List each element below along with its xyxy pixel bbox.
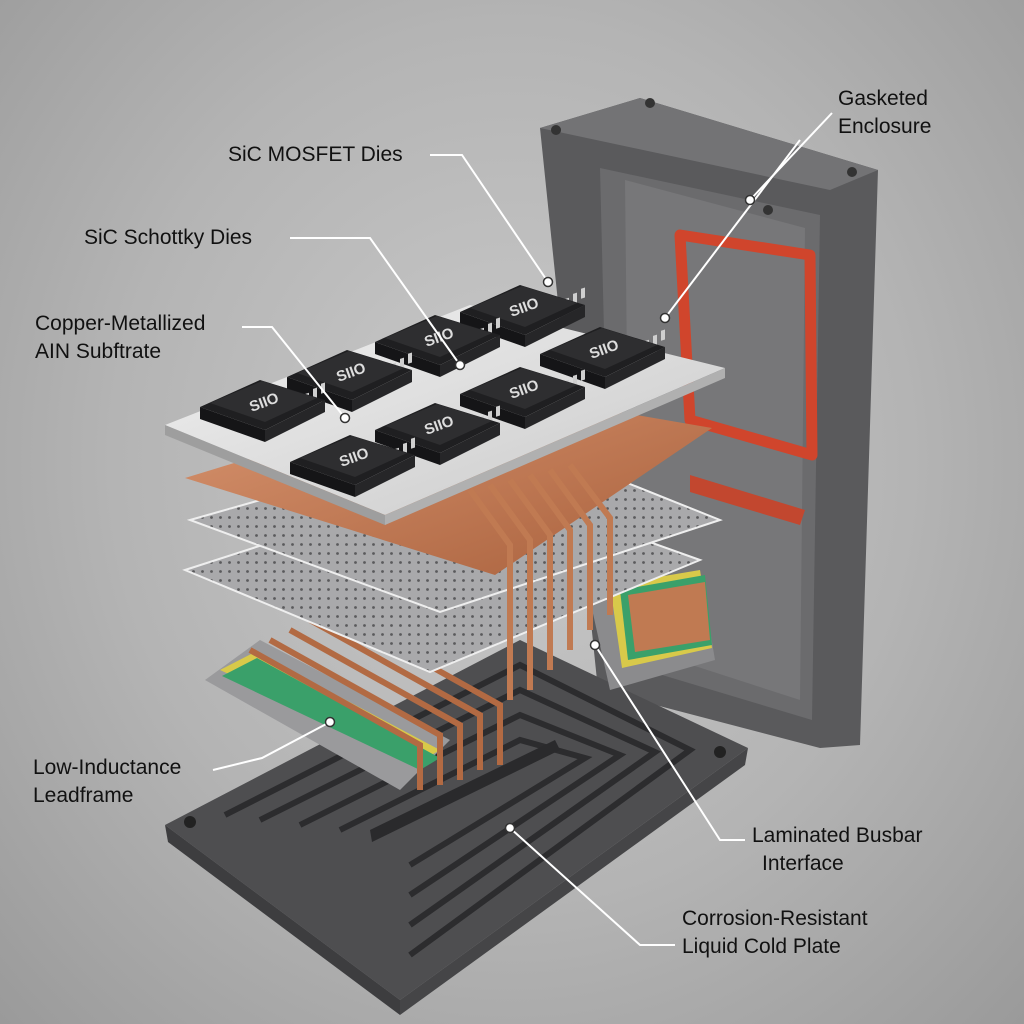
- copper-straps: [467, 463, 613, 700]
- leader-enclosure-1: [749, 112, 833, 201]
- leader-schottky: [290, 237, 461, 366]
- label-gasketed-enclosure: Gasketed Enclosure: [838, 85, 931, 141]
- label-line: Interface: [762, 852, 844, 875]
- label-aln-substrate: Copper-Metallized AIN Subftrate: [35, 310, 205, 366]
- label-busbar: Laminated Busbar Interface: [752, 822, 922, 878]
- label-line: Copper-Metallized: [35, 312, 206, 335]
- sic-die: SIIO: [375, 403, 500, 465]
- laminated-busbar: [590, 570, 715, 690]
- label-line: Low-Inductance: [33, 756, 182, 779]
- leader-coldplate: [509, 827, 675, 946]
- leadframe: [205, 607, 503, 790]
- leader-busbar: [594, 644, 745, 841]
- label-line: Corrosion-Resistant: [682, 907, 868, 930]
- gasket: [674, 229, 818, 461]
- sic-die: SIIO: [200, 380, 325, 442]
- liquid-cold-plate: [165, 640, 748, 1015]
- leader-dots: [324, 194, 756, 834]
- sic-die: SIIO: [460, 285, 585, 347]
- label-sic-mosfet-dies: SiC MOSFET Dies: [228, 143, 403, 166]
- label-line: Enclosure: [838, 115, 932, 138]
- sic-die: SIIO: [460, 367, 585, 429]
- leader-mosfet: [430, 154, 549, 283]
- sic-die: SIIO: [540, 327, 665, 389]
- label-leadframe: Low-Inductance Leadframe: [33, 754, 181, 810]
- label-line: AIN Subftrate: [35, 340, 162, 363]
- label-cold-plate: Corrosion-Resistant Liquid Cold Plate: [682, 905, 868, 961]
- label-line: Leadframe: [33, 784, 134, 807]
- label-line: Laminated Busbar: [752, 824, 923, 847]
- leader-lines: [212, 112, 833, 946]
- sic-die: SIIO: [290, 435, 415, 497]
- label-sic-schottky-dies: SiC Schottky Dies: [84, 226, 253, 249]
- label-line: Liquid Cold Plate: [682, 935, 841, 958]
- leader-leadframe: [212, 721, 331, 771]
- sic-die: SIIO: [287, 350, 412, 412]
- leader-substrate: [242, 326, 346, 419]
- label-line: Gasketed: [838, 87, 928, 110]
- leader-enclosure-2: [664, 139, 801, 319]
